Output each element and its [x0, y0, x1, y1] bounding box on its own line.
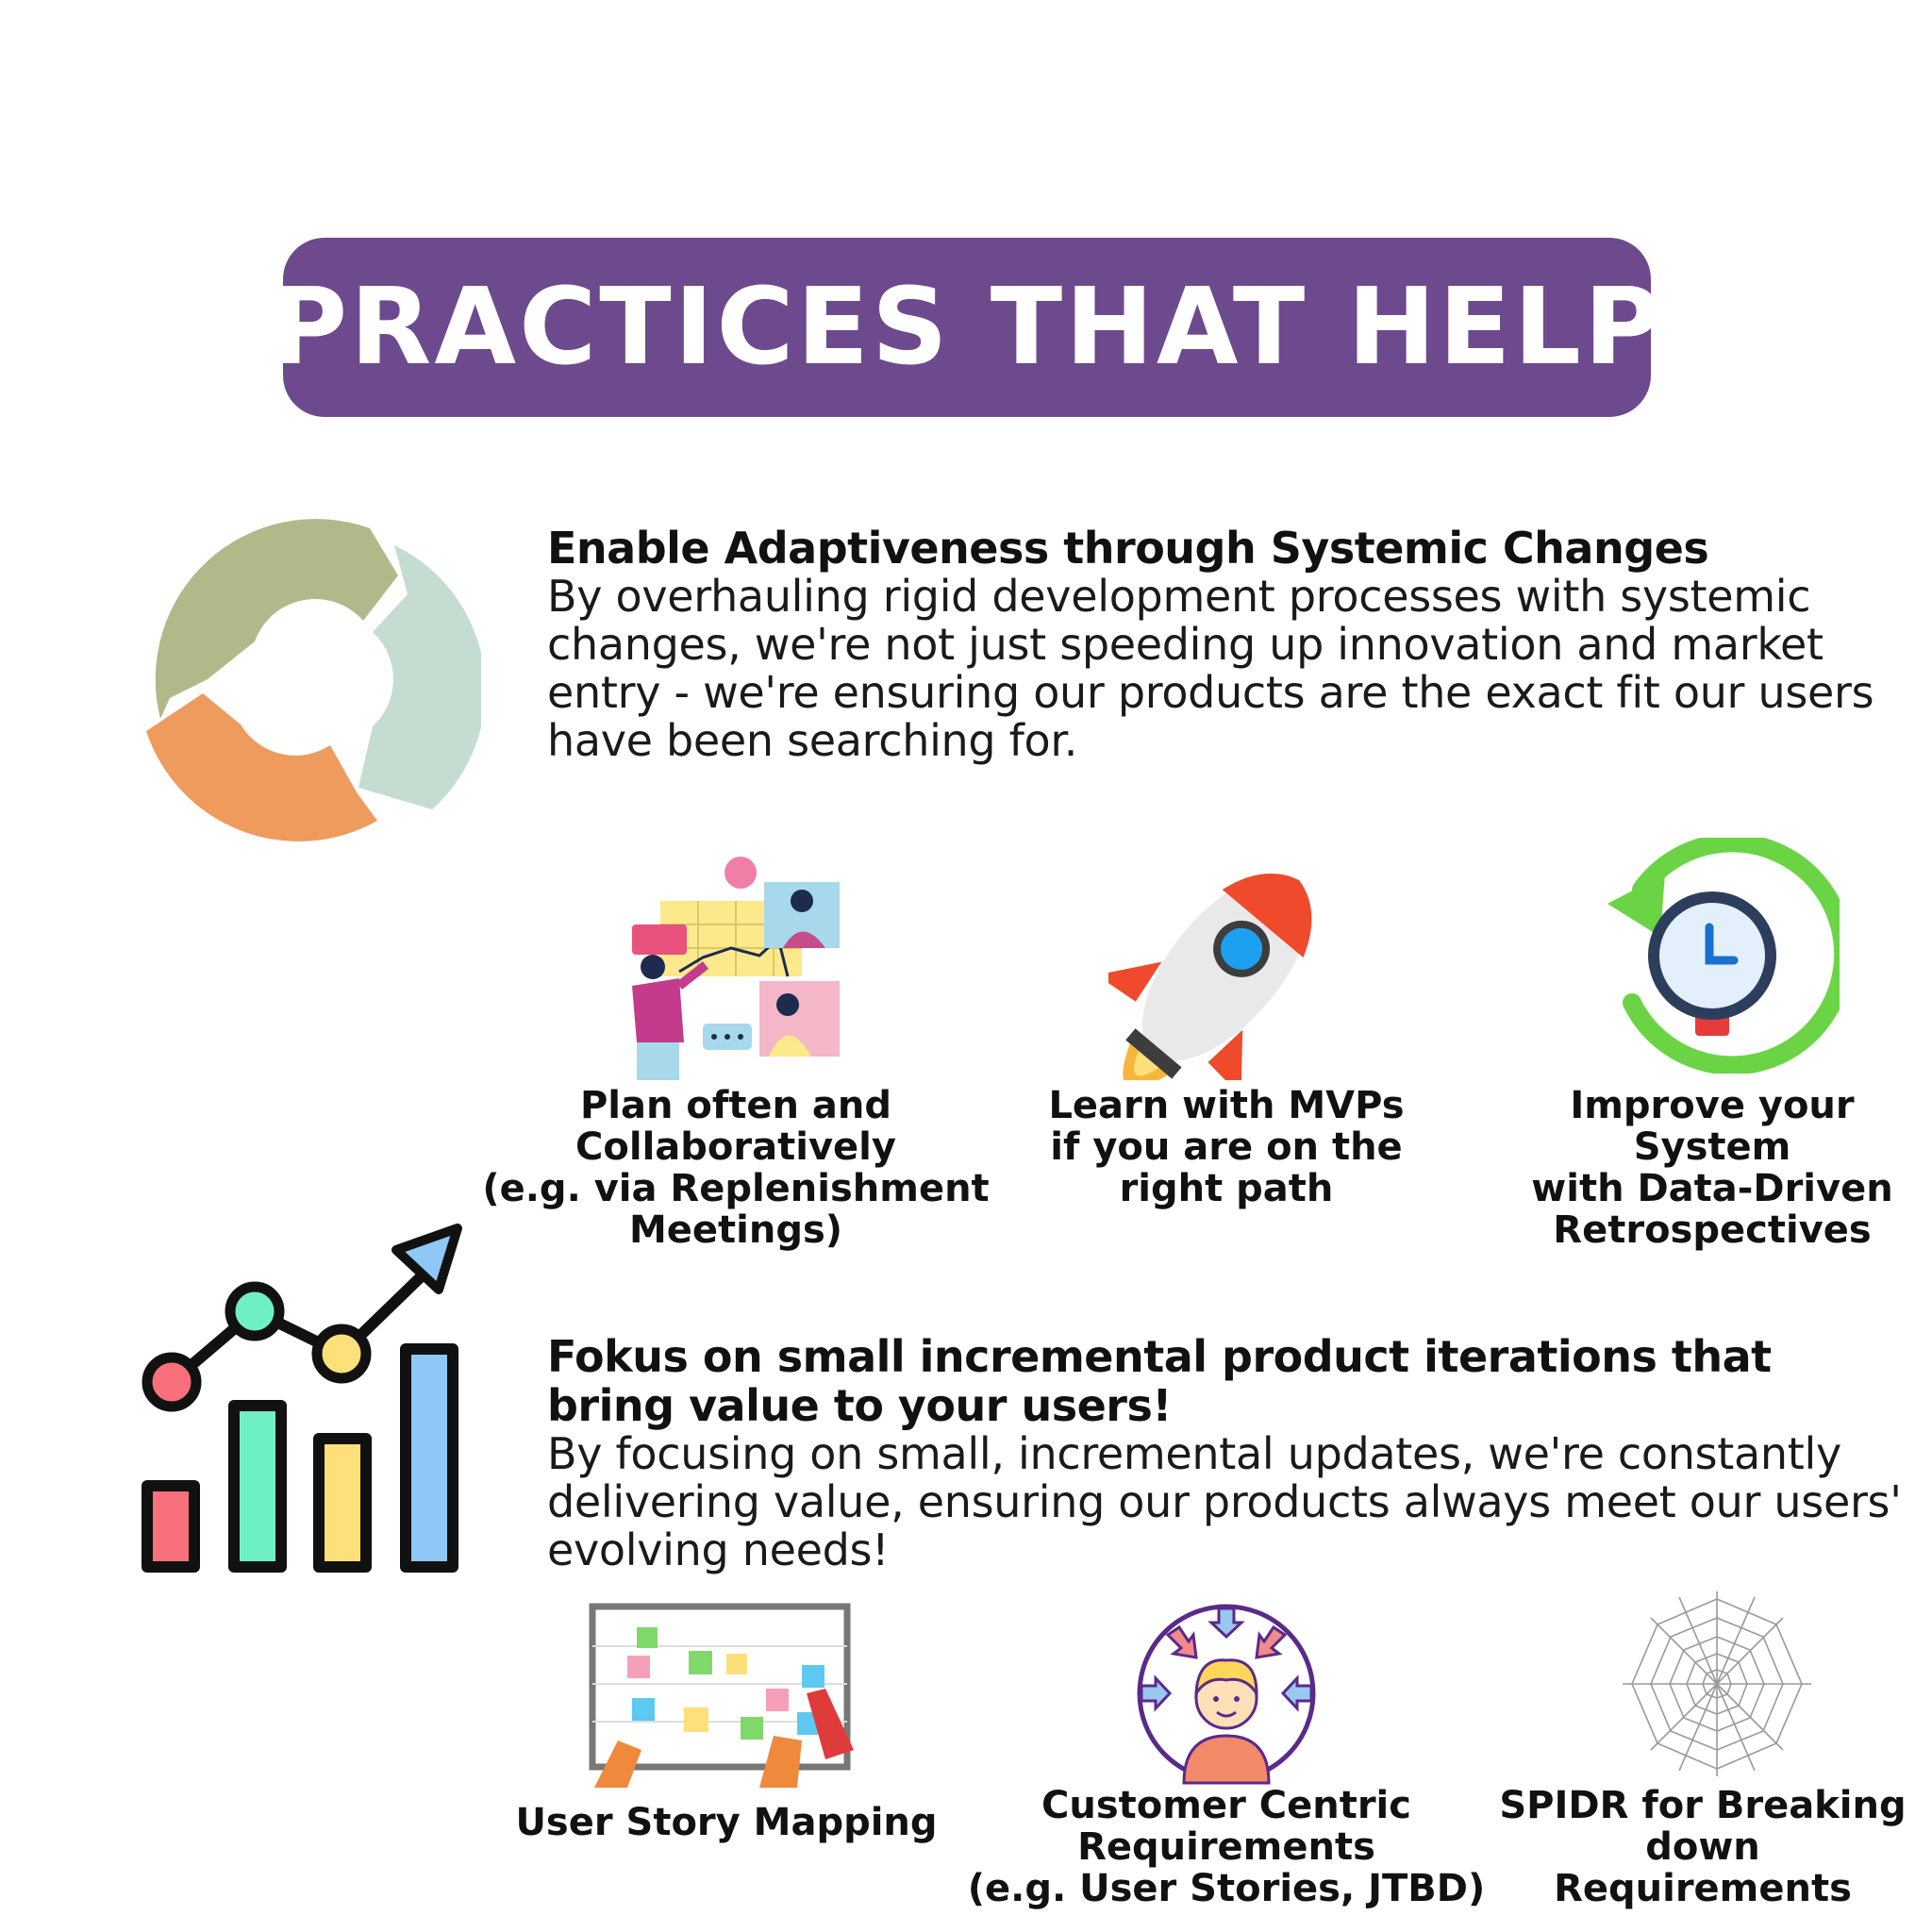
section-body: By focusing on small, incremental update… — [547, 1428, 1902, 1575]
practice-caption-customer-centric: Customer Centric Requirements (e.g. User… — [967, 1784, 1486, 1910]
spider-web-icon — [1623, 1591, 1811, 1776]
practice-caption-plan: Plan often and Collaboratively (e.g. via… — [482, 1084, 990, 1252]
customer-centric-icon — [1137, 1604, 1316, 1785]
section-heading: Enable Adaptiveness through Systemic Cha… — [547, 523, 1709, 574]
cycle-segment-mint — [358, 545, 481, 809]
title-banner: PRACTICES THAT HELP — [270, 238, 1661, 417]
story-map-board-illustration — [589, 1603, 854, 1788]
cycle-icon — [146, 519, 481, 841]
section-body: By overhauling rigid development process… — [547, 571, 1874, 766]
practice-caption-retro: Improve your System with Data-Driven Ret… — [1531, 1084, 1893, 1252]
practice-caption-spidr: SPIDR for Breaking down Requirements — [1499, 1784, 1907, 1910]
cycle-segment-orange — [146, 693, 377, 841]
practice-caption-mvp: Learn with MVPs if you are on the right … — [1048, 1084, 1405, 1210]
section-systemic-changes: Enable Adaptiveness through Systemic Cha… — [547, 524, 1906, 765]
section-incremental-iterations: Fokus on small incremental product itera… — [547, 1332, 1906, 1574]
section-heading: Fokus on small incremental product itera… — [547, 1331, 1772, 1431]
growth-chart-icon — [142, 1224, 462, 1573]
clock-refresh-icon — [1607, 838, 1840, 1074]
cycle-segment-green — [155, 519, 398, 719]
practice-caption-story-mapping: User Story Mapping — [515, 1801, 938, 1844]
page-title: PRACTICES THAT HELP — [270, 266, 1664, 389]
collaborative-planning-illustration — [632, 857, 840, 1080]
rocket-icon — [1108, 873, 1312, 1080]
